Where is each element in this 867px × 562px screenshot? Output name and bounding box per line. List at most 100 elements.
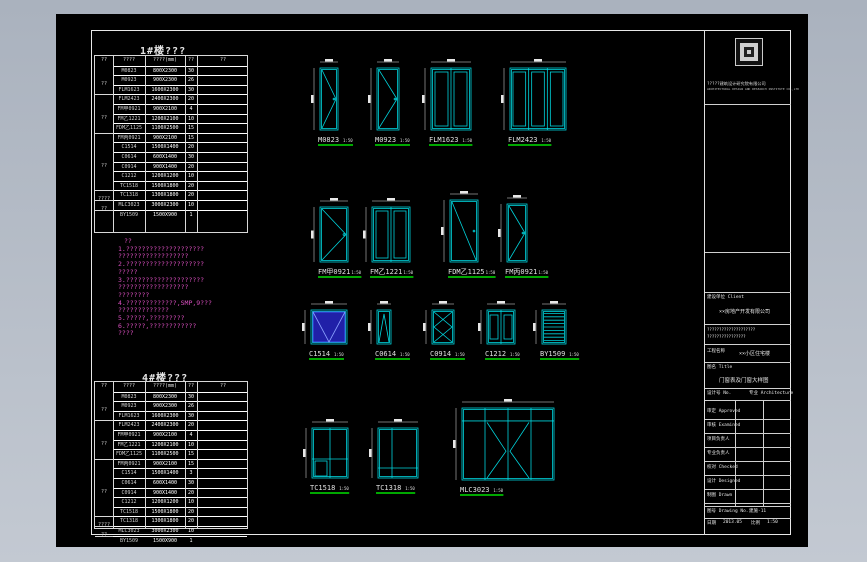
table-cell-qty: 26 [187,77,195,84]
table-cell-name: C0914 [121,163,137,170]
table-cell-size: 1300X1800 [151,518,179,525]
note-line: ???? [118,330,134,338]
table-cell-qty: 15 [187,134,195,141]
note-line: ????? [118,268,138,276]
table-cell-name: TC1318 [119,192,139,199]
drawing-sheet [56,14,808,547]
table-header-cell: ?? [100,383,108,389]
table-header-cell: ???? [122,383,136,389]
table-cell-qty: 10 [187,173,195,180]
table-cell-size: 1500X1400 [151,144,179,151]
table-cell-qty: 20 [187,163,195,170]
table-cell-qty: 10 [187,441,195,448]
table-cell-name: FM乙1221 [117,441,141,448]
table-cell-qty: 30 [187,86,195,93]
company-logo [735,38,763,66]
drawing-frame [91,30,791,535]
note-line: 1.???????????????????? [118,245,205,253]
table-cell-qty: 20 [187,182,195,189]
elevation-label: C1212 [485,350,506,358]
scale-label: 比例 [751,521,760,526]
table-row: TC1518 1500X1800 20 [113,180,247,191]
table-cell-name: C1212 [121,499,137,506]
client-label: 建设单位 Client [707,295,744,300]
table-cell-qty: 20 [187,96,195,103]
table-cell-qty: 20 [187,489,195,496]
table-cell-name: MLC3023 [118,202,140,208]
table-cell-size: 2400X2300 [151,96,179,103]
table-cell-name: FM甲0921 [117,106,141,112]
elevation-scale: 1:50 [351,270,361,275]
table-header-cell: ?? [100,57,108,63]
table-cell-size: 900X2300 [152,403,178,410]
table-cell-qty: 15 [187,125,195,132]
table-category-label: ???? [97,196,111,203]
table-cell-name: C1514 [121,144,137,151]
table-cell-qty: 10 [187,499,195,506]
table-cell-size: 1500X1800 [151,182,179,189]
company-name-en: ARCHITECTURAL DESIGN AND RESEARCH INSTIT… [707,87,800,91]
elevation-scale: 1:50 [403,270,413,275]
table-cell-name: FDM乙1125 [115,451,143,458]
elevation-scale: 1:50 [541,138,551,143]
table-cell-name: BY1509 [119,537,139,544]
table-header-cell: ?? [219,383,227,389]
table-cell-qty: 30 [187,154,195,160]
elevation-label: FM乙1221 [370,268,402,276]
note-line: 5.?????,????????? [118,315,185,323]
table-cell-size: 1500X900 [152,211,178,218]
elevation-label: C1514 [309,350,330,358]
drawing-no: 建施-11 [749,509,767,514]
table-cell-size: 600X1400 [152,154,178,160]
elevation-scale: 1:50 [462,138,472,143]
table-column-divider [145,56,146,232]
table-cell-size: 1600X2300 [151,412,179,419]
table-cell-size: 1200X2100 [151,115,179,122]
note-line: 2.???????????????????? [118,261,205,269]
table-category-label: ?? [100,162,108,169]
table-cell-qty: 20 [187,518,195,525]
table-cell-size: 3000X2300 [151,202,179,208]
note-line: 4.?????????????,SMP,9??? [118,299,212,307]
signature-row-label: 审核 Examined [707,423,741,428]
table-cell-name: TC1318 [119,518,139,525]
table-header-row: ??????????(mm)???? [95,56,247,66]
table-cell-qty: 10 [187,528,195,534]
table-cell-name: C1212 [121,173,137,180]
table-column-divider [113,382,114,528]
table-cell-name: FLM2423 [118,96,140,103]
table-cell-qty: 30 [187,393,195,400]
drawing-no-label: 图号 Drawing No. [707,509,749,514]
table-cell-qty: 1 [189,537,193,544]
table-cell-name: FM乙1221 [117,115,141,122]
table-header-cell: ?? [219,57,227,63]
table-cell-name: M0923 [121,77,137,84]
table-cell-name: BY1509 [119,211,139,218]
table-cell-size: 1600X2300 [151,86,179,93]
table-cell-name: TC1518 [119,182,139,189]
table-cell-name: FLM1623 [118,412,140,419]
table-cell-size: 1300X1800 [151,192,179,199]
table-category-label: ???? [97,522,111,529]
elevation-label: FLM2423 [508,136,538,144]
table-cell-qty: 4 [189,432,193,438]
table-column-divider [113,56,114,232]
